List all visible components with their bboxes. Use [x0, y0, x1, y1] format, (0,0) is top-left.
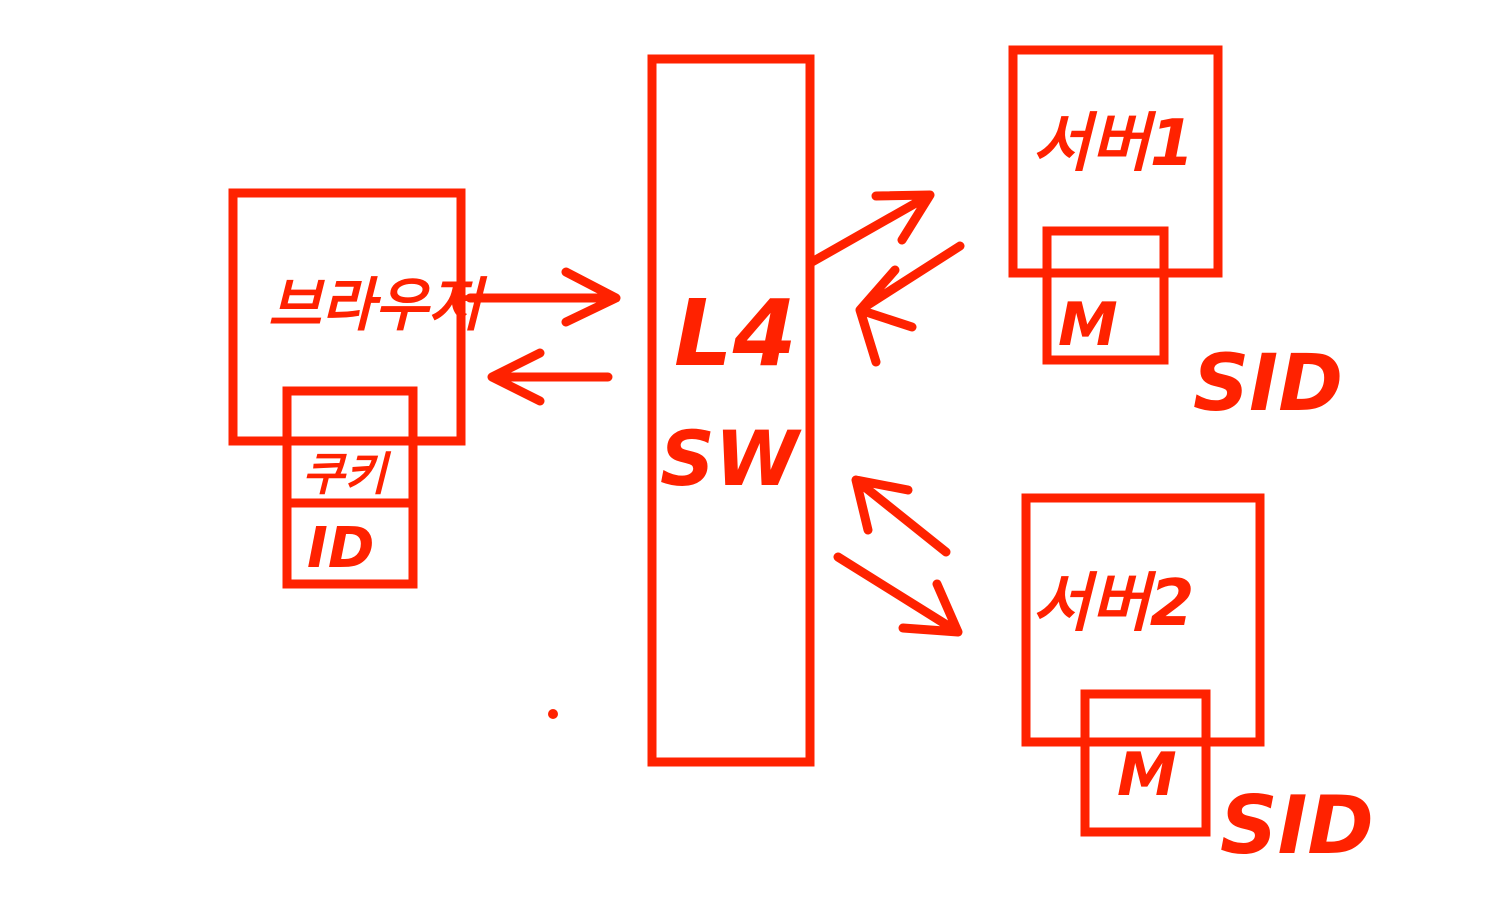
arrow-browser-to-switch: [465, 267, 621, 327]
server2-box: [1021, 493, 1265, 747]
server2-session-box: [1080, 689, 1211, 837]
server1-label: 서버1: [1032, 107, 1194, 181]
switch-box: [647, 54, 815, 767]
edge-switch-server1: [807, 190, 965, 367]
arrow-switch-to-server2: [833, 552, 963, 637]
server1-node: 서버1 M SID: [1008, 45, 1343, 429]
server2-session-label: M: [1117, 740, 1177, 810]
edge-switch-server2: [833, 475, 963, 637]
server2-sid-label: SID: [1220, 779, 1374, 872]
browser-box: [228, 188, 466, 446]
browser-label: 브라우저: [268, 271, 488, 339]
server2-node: 서버2 M SID: [1021, 493, 1374, 872]
server1-box: [1008, 45, 1223, 278]
cookie-box: [282, 386, 418, 589]
switch-label-sw: SW: [660, 414, 802, 503]
arrow-switch-to-server1: [807, 190, 935, 267]
server1-session-label: M: [1058, 290, 1118, 360]
cookie-id-label: ID: [307, 516, 374, 581]
arrow-server1-to-switch: [855, 241, 965, 367]
arrow-switch-to-browser: [487, 348, 613, 406]
switch-node: L4 SW: [647, 54, 815, 767]
server1-session-box: [1042, 226, 1169, 365]
server2-label: 서버2: [1032, 567, 1194, 641]
cookie-label: 쿠키: [302, 447, 391, 501]
switch-label-l4: L4: [674, 280, 797, 387]
browser-node: 브라우저 쿠키 ID: [228, 188, 488, 589]
server1-sid-label: SID: [1193, 339, 1343, 429]
edge-browser-switch: [465, 267, 621, 406]
arrow-server2-to-switch: [851, 475, 951, 557]
ink-dot: [548, 709, 558, 719]
